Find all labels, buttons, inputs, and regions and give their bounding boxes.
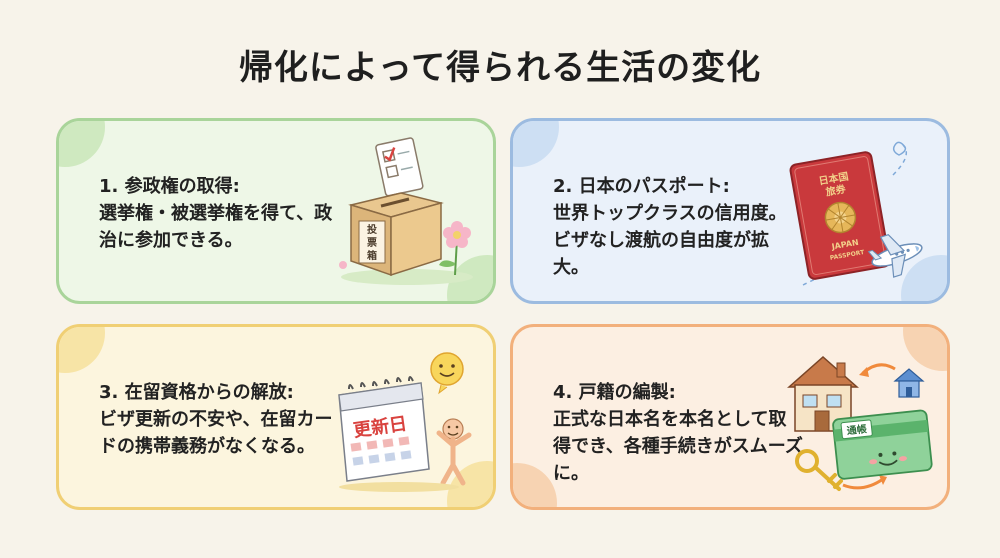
passport-airplane-icon: 日本国 旅券 JAPAN PASSPORT [783,135,933,293]
card-passport: 2. 日本のパスポート: 世界トップクラスの信用度。ビザなし渡航の自由度が拡大。… [510,118,950,304]
card-body: 世界トップクラスの信用度。ビザなし渡航の自由度が拡大。 [553,203,787,278]
card-body: 選挙権・被選挙権を得て、政治に参加できる。 [99,203,333,251]
card-text: 2. 日本のパスポート: 世界トップクラスの信用度。ビザなし渡航の自由度が拡大。 [553,173,803,281]
svg-text:票: 票 [367,237,377,249]
card-family-register: 4. 戸籍の編製: 正式な日本名を本名として取得でき、各種手続きがスムーズに。 [510,324,950,510]
house-bankbook-icon: 通帳 [783,341,933,499]
svg-text:旅券: 旅券 [825,182,848,198]
svg-text:通帳: 通帳 [846,422,867,437]
decor-blob [59,121,105,167]
svg-text:投: 投 [367,223,377,236]
page-title: 帰化によって得られる生活の変化 [238,48,762,88]
decor-blob [513,463,557,507]
decor-blob [59,327,105,373]
svg-text:箱: 箱 [367,249,377,262]
card-heading: 4. 戸籍の編製: [553,382,676,403]
card-text: 1. 参政権の取得: 選挙権・被選挙権を得て、政治に参加できる。 [99,173,349,254]
card-text: 3. 在留資格からの解放: ビザ更新の不安や、在留カードの携帯義務がなくなる。 [99,379,349,460]
card-residence-status: 3. 在留資格からの解放: ビザ更新の不安や、在留カードの携帯義務がなくなる。 … [56,324,496,510]
calendar-icon: 更新日 [329,341,479,499]
card-text: 4. 戸籍の編製: 正式な日本名を本名として取得でき、各種手続きがスムーズに。 [553,379,803,487]
card-body: ビザ更新の不安や、在留カードの携帯義務がなくなる。 [99,409,333,457]
card-suffrage: 1. 参政権の取得: 選挙権・被選挙権を得て、政治に参加できる。 投 [56,118,496,304]
decor-blob [513,121,559,167]
ballot-box-icon: 投 票 箱 [329,135,479,293]
card-heading: 2. 日本のパスポート: [553,176,730,197]
card-body: 正式な日本名を本名として取得でき、各種手続きがスムーズに。 [553,409,803,484]
card-heading: 3. 在留資格からの解放: [99,382,294,403]
card-heading: 1. 参政権の取得: [99,176,240,197]
